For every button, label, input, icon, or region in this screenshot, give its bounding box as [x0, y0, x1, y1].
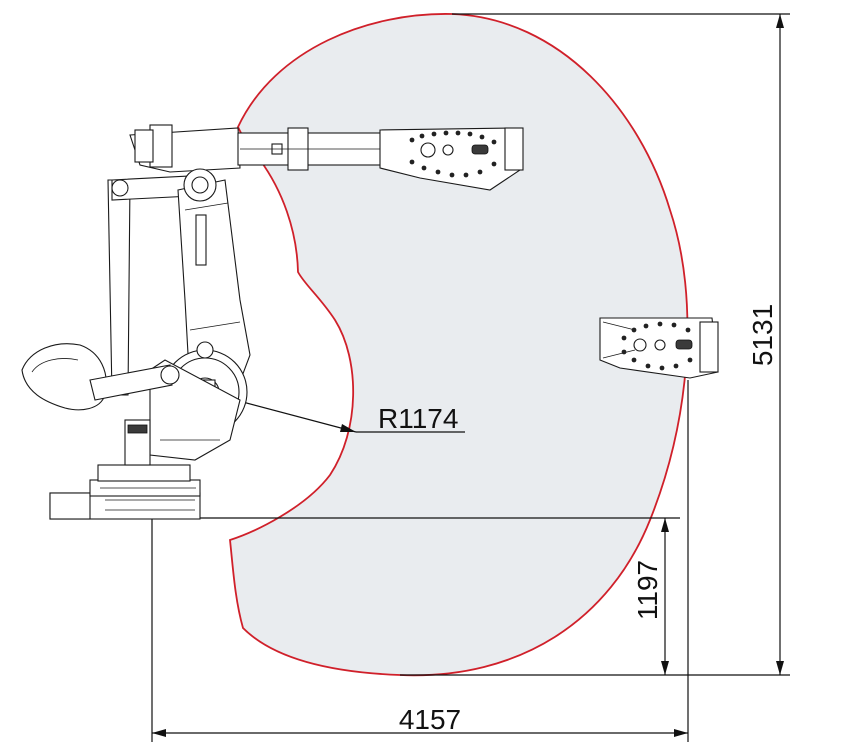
robot-illustration	[21, 124, 719, 520]
working-envelope-area	[229, 13, 689, 677]
lower-height-label: 1197	[632, 560, 663, 620]
radius-label: R1174	[378, 403, 458, 434]
total-reach-label: 4157	[399, 704, 461, 735]
dimension-lines	[150, 13, 790, 742]
total-height-label: 5131	[747, 304, 778, 366]
